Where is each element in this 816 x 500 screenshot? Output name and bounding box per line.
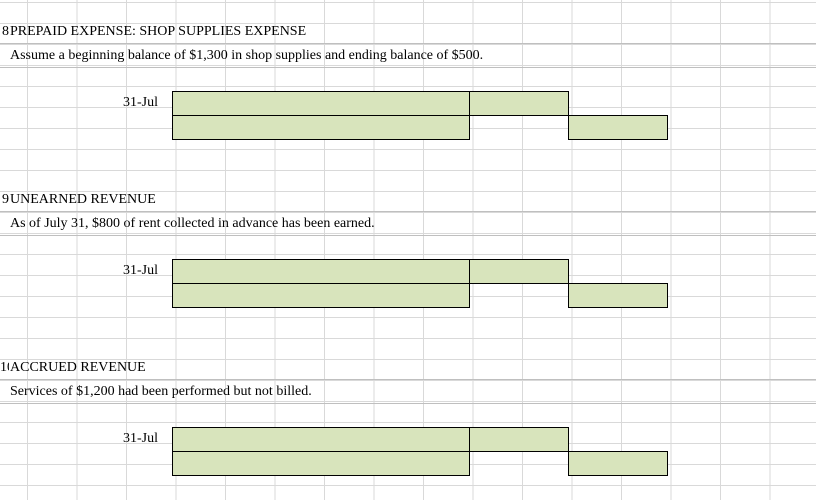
row-border (0, 211, 816, 212)
row-border (0, 235, 816, 236)
debit-amount-input[interactable] (469, 259, 569, 284)
journal-date: 31-Jul (123, 263, 158, 278)
debit-account-input[interactable] (172, 259, 470, 284)
section-number: 9 (2, 192, 9, 207)
debit-amount-input[interactable] (469, 91, 569, 116)
credit-amount-input[interactable] (568, 115, 668, 140)
debit-amount-input[interactable] (469, 427, 569, 452)
section-title: ACCRUED REVENUE (10, 360, 146, 375)
row-border (0, 403, 816, 404)
journal-date: 31-Jul (123, 95, 158, 110)
section-title: PREPAID EXPENSE: SHOP SUPPLIES EXPENSE (10, 24, 307, 39)
credit-account-input[interactable] (172, 283, 470, 308)
credit-amount-input[interactable] (568, 451, 668, 476)
section-description: As of July 31, $800 of rent collected in… (10, 216, 375, 231)
row-border (0, 379, 816, 380)
section-title: UNEARNED REVENUE (10, 192, 156, 207)
credit-account-input[interactable] (172, 115, 470, 140)
credit-amount-input[interactable] (568, 283, 668, 308)
credit-account-input[interactable] (172, 451, 470, 476)
section-description: Assume a beginning balance of $1,300 in … (10, 48, 484, 63)
journal-date: 31-Jul (123, 431, 158, 446)
debit-account-input[interactable] (172, 427, 470, 452)
row-border (0, 67, 816, 68)
section-number: 10 (0, 360, 9, 375)
row-border (0, 43, 816, 44)
section-number: 8 (2, 24, 9, 39)
section-description: Services of $1,200 had been performed bu… (10, 384, 312, 399)
debit-account-input[interactable] (172, 91, 470, 116)
